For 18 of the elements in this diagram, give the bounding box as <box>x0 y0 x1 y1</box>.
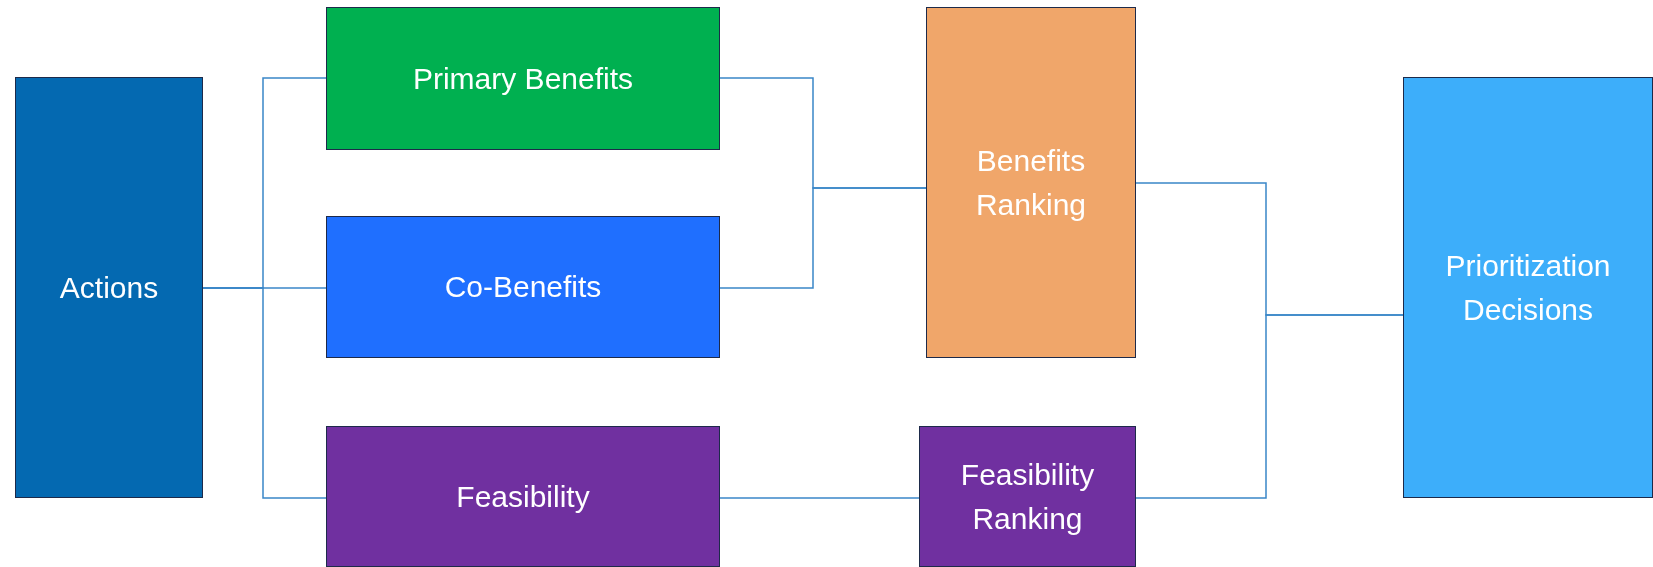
connector-line <box>202 287 327 499</box>
process-box <box>326 216 720 358</box>
connector-line <box>719 497 920 499</box>
box-label: Feasibility <box>456 478 590 515</box>
box-label: Primary Benefits <box>412 60 634 97</box>
connector-line <box>1135 314 1404 499</box>
box-label: Benefits Ranking <box>974 143 1088 223</box>
process-box <box>15 77 203 498</box>
process-box <box>919 426 1136 567</box>
box-label: Actions <box>59 269 159 306</box>
box-label: Prioritization Decisions <box>1444 248 1612 328</box>
process-box <box>326 7 720 150</box>
box-label: Feasibility Ranking <box>959 457 1096 537</box>
connector-line <box>719 187 927 289</box>
process-box <box>1403 77 1653 498</box>
box-label: Co-Benefits <box>444 269 602 306</box>
process-box <box>926 7 1136 358</box>
process-box <box>326 426 720 567</box>
